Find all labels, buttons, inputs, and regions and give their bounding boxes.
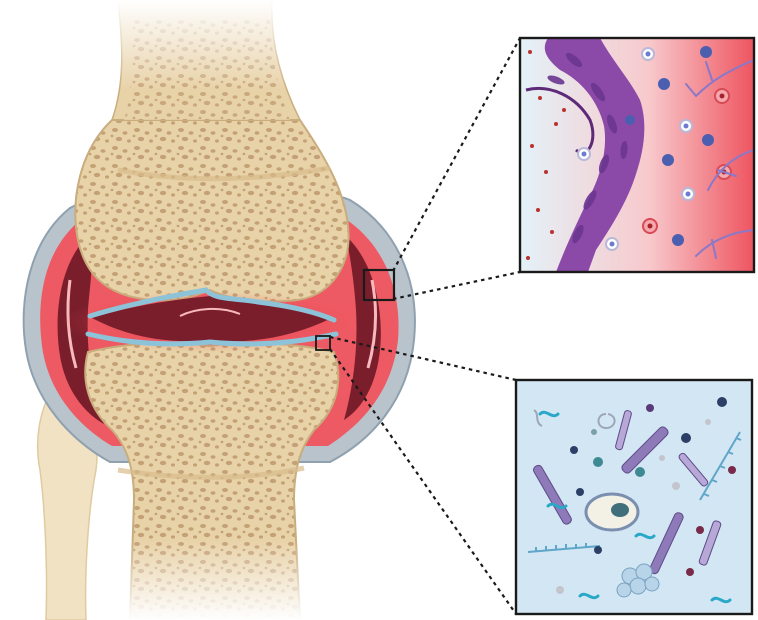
knee-joint [24,0,415,620]
zoom-panel-synovium [520,38,754,272]
femur-condyles [75,120,348,302]
zoom-panel-synovial-fluid [516,380,752,614]
